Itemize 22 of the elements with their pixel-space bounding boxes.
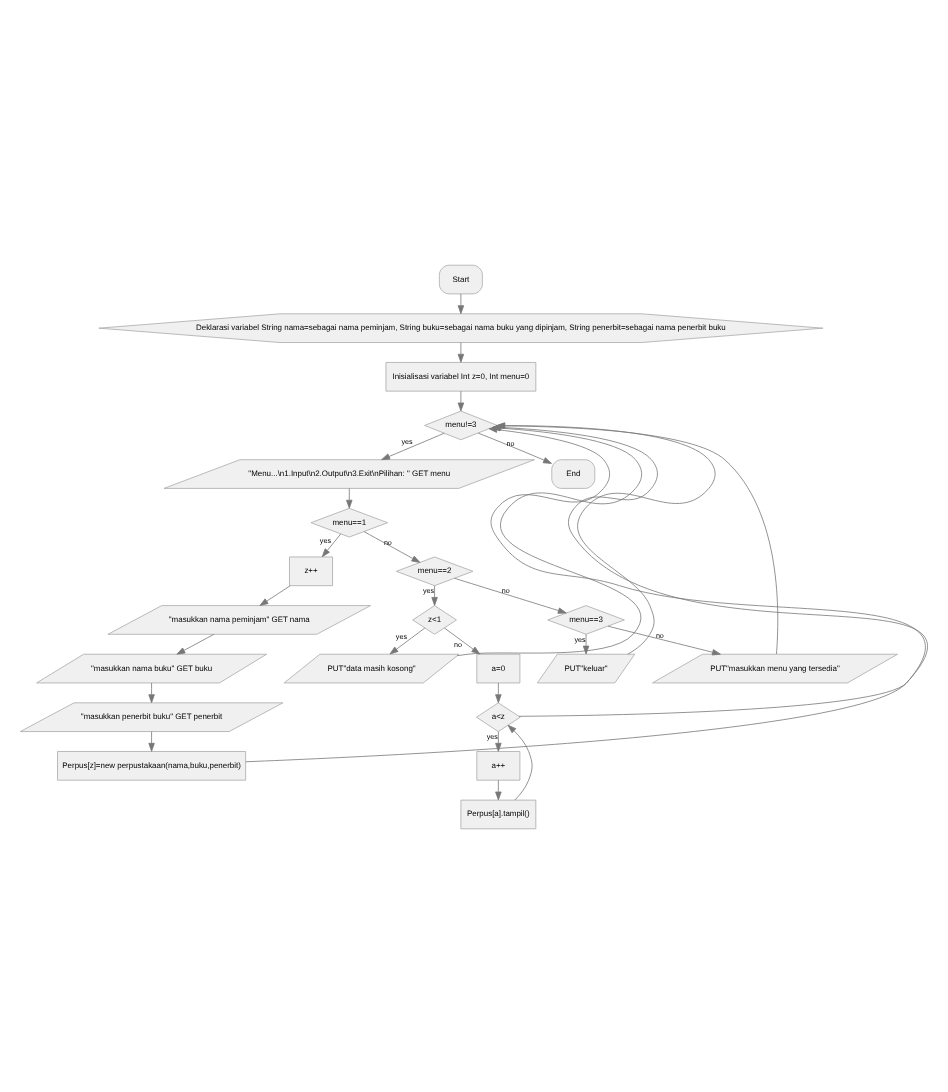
arrow <box>148 730 155 751</box>
arrow <box>431 584 438 605</box>
arrow <box>607 624 721 655</box>
arrow <box>507 723 533 800</box>
arrow <box>495 730 502 751</box>
arrow <box>457 341 465 362</box>
arrow <box>495 778 502 800</box>
arrow <box>457 292 465 314</box>
arrow <box>454 576 567 613</box>
arrow <box>321 532 342 557</box>
arrow <box>495 681 502 703</box>
arrow <box>148 681 155 703</box>
arrow <box>363 530 421 562</box>
arrow <box>457 389 465 411</box>
arrow <box>176 632 215 654</box>
arrow <box>346 487 353 508</box>
arrow <box>381 431 445 460</box>
arrow <box>477 431 552 463</box>
arrow <box>444 626 481 654</box>
arrow <box>259 584 291 605</box>
arrow <box>582 632 590 654</box>
arrow <box>389 626 426 654</box>
